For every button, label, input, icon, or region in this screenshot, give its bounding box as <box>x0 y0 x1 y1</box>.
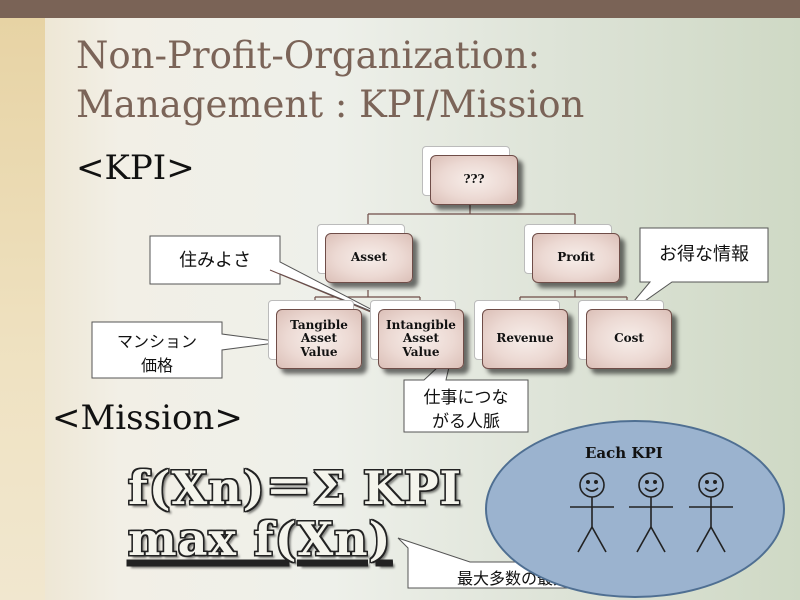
kpi-root-box: ??? <box>430 155 518 205</box>
mission-heading: <Mission> <box>52 398 243 438</box>
intangible-asset-label: Intangible Asset Value <box>386 318 456 359</box>
each-kpi-label: Each KPI <box>585 444 663 462</box>
callout-sumiyosa-shape <box>149 235 389 319</box>
stick-figure <box>570 472 614 553</box>
kpi-root-label: ??? <box>463 172 485 187</box>
callout-otoku-text: お得な情報 <box>659 244 749 265</box>
slide-title-line1: Non-Profit-Organization: <box>76 34 541 77</box>
profit-label: Profit <box>557 250 595 265</box>
each-kpi-oval <box>485 420 785 598</box>
asset-label: Asset <box>351 250 387 265</box>
cost-box: Cost <box>586 309 672 369</box>
tangible-asset-label: Tangible Asset Value <box>290 318 348 359</box>
intangible-asset-box: Intangible Asset Value <box>378 309 464 369</box>
callout-shigoto-text-line1: 仕事につな <box>423 388 509 408</box>
kpi-heading: <KPI> <box>76 148 195 188</box>
revenue-label: Revenue <box>496 331 554 346</box>
callout-mansion-text-line2: 価格 <box>140 356 173 375</box>
tangible-asset-box: Tangible Asset Value <box>276 309 362 369</box>
stick-figure <box>689 472 733 553</box>
left-accent-strip <box>0 18 45 600</box>
profit-box: Profit <box>532 233 620 283</box>
stick-figure <box>629 472 673 553</box>
callout-mansion-text-line1: マンション <box>116 332 197 351</box>
formula-line1: f(Xn)＝Σ KPI <box>128 461 463 515</box>
callout-shigoto-text-line2: がる人脈 <box>432 412 500 432</box>
callout-mansion-shape <box>91 321 283 379</box>
callout-shigoto-shape <box>403 352 529 433</box>
callout-sumiyosa-text: 住みよさ <box>179 250 251 271</box>
slide-title-line2: Management : KPI/Mission <box>76 83 585 126</box>
revenue-box: Revenue <box>482 309 568 369</box>
cost-label: Cost <box>614 331 644 346</box>
formula-line2: max f(Xn) <box>128 512 392 566</box>
top-bar <box>0 0 800 18</box>
asset-box: Asset <box>325 233 413 283</box>
